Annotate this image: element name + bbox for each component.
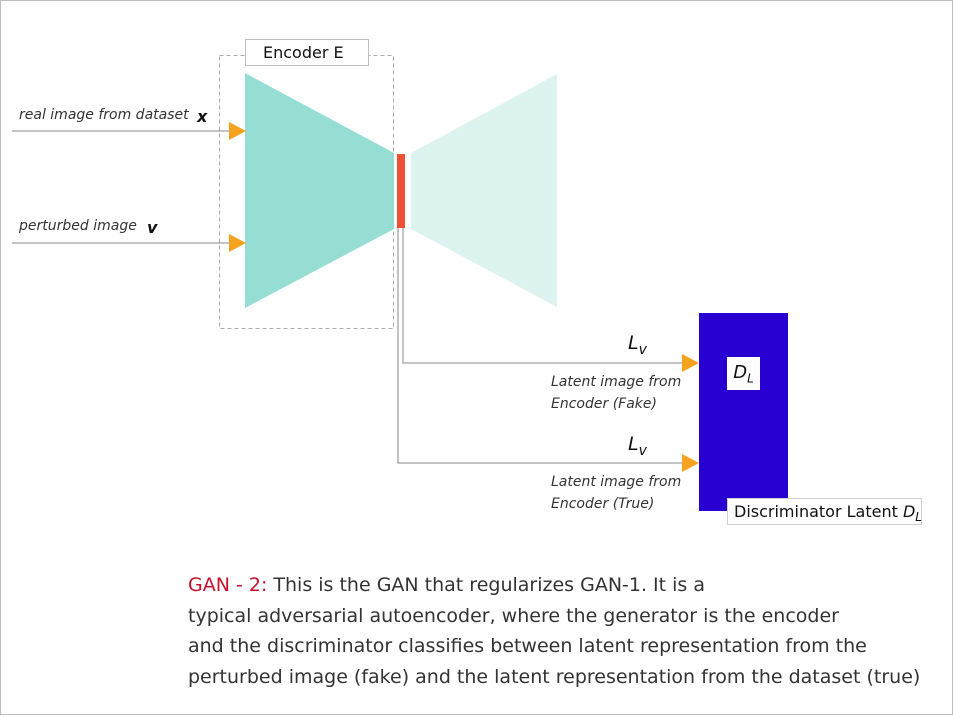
caption-line-1-text: This is the GAN that regularizes GAN-1. … [267, 574, 706, 596]
real-image-label: real image from dataset [19, 107, 189, 123]
fake-latent-arrowhead [682, 354, 699, 372]
fake-loss-label: Lv [628, 332, 647, 358]
fake-loss-desc-2: Encoder (Fake) [551, 396, 657, 412]
decoder-shape [411, 74, 557, 307]
encoder-title: Encoder E [245, 39, 369, 66]
discriminator-symbol-subscript: L [747, 371, 754, 386]
caption-highlight: GAN - 2: [188, 574, 268, 596]
caption-line-2: typical adversarial autoencoder, where t… [188, 604, 839, 627]
discriminator-symbol: DL [727, 357, 760, 390]
discriminator-symbol-letter: D [733, 362, 748, 383]
fake-loss-symbol: L [628, 332, 639, 354]
caption-line-1: GAN - 2: This is the GAN that regularize… [188, 570, 948, 601]
caption: GAN - 2: This is the GAN that regularize… [188, 570, 948, 692]
true-loss-label: Lv [628, 433, 647, 459]
true-latent-arrowhead [682, 454, 699, 472]
perturbed-image-label: perturbed image [19, 218, 137, 234]
true-loss-symbol: L [628, 433, 639, 455]
perturbed-image-var: v [147, 218, 158, 237]
caption-line-3: and the discriminator classifies between… [188, 635, 867, 657]
discriminator-block [699, 313, 788, 511]
true-loss-desc-1: Latent image from [551, 474, 682, 490]
discriminator-label-subscript: L [915, 510, 922, 525]
discriminator-label-text: Discriminator Latent [734, 502, 898, 521]
latent-code-bar [397, 154, 405, 228]
encoder-shape [245, 73, 394, 308]
perturbed-image-arrowhead [229, 234, 246, 252]
true-loss-subscript: v [638, 442, 647, 459]
caption-line-4: perturbed image (fake) and the latent re… [188, 665, 921, 688]
true-loss-desc-2: Encoder (True) [551, 496, 655, 512]
fake-loss-desc-1: Latent image from [551, 374, 682, 390]
real-image-var: x [197, 107, 208, 126]
real-image-arrowhead [229, 122, 246, 140]
discriminator-label-symbol: D [902, 502, 916, 521]
true-latent-path [397, 228, 686, 464]
discriminator-label: Discriminator Latent DL [727, 498, 922, 525]
fake-latent-path [402, 228, 686, 364]
fake-loss-subscript: v [638, 341, 647, 358]
